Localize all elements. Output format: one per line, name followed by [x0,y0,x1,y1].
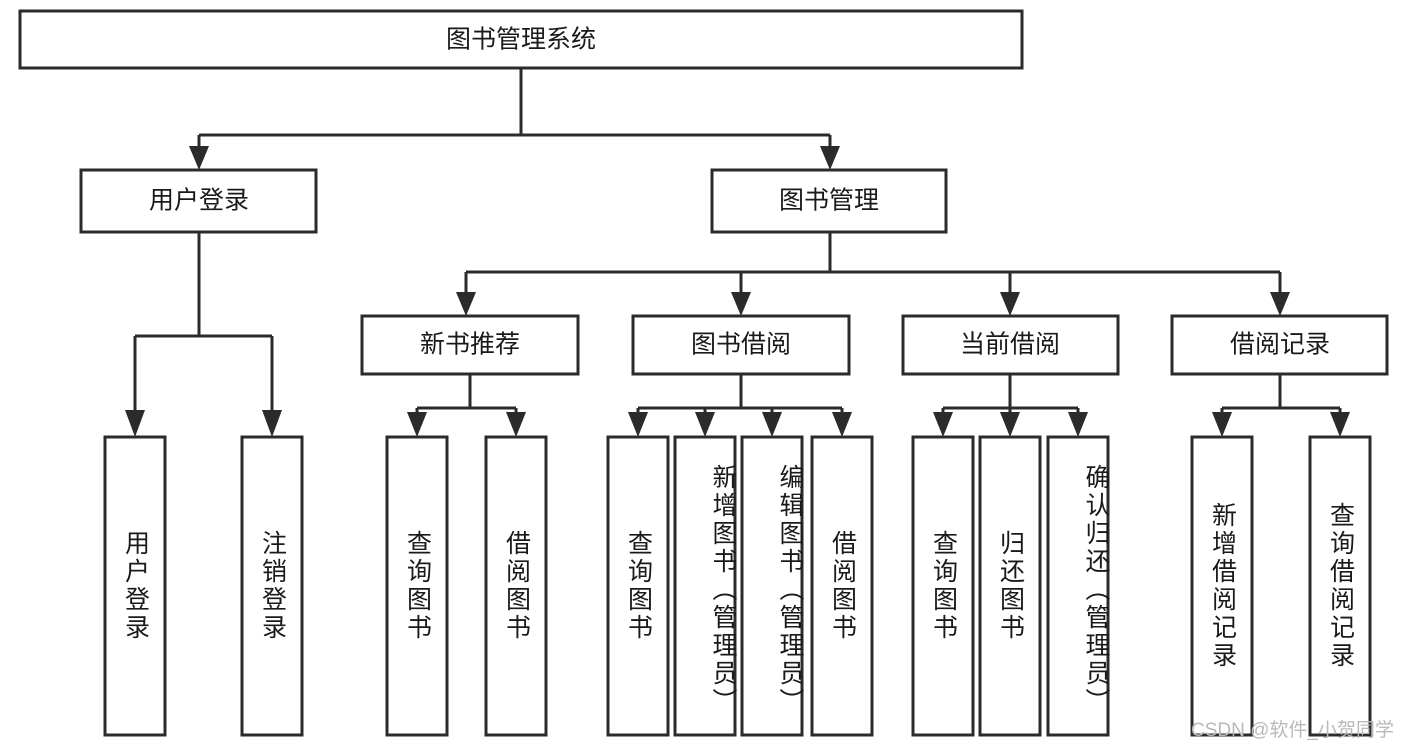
arrow-head-book-borrow [731,292,751,316]
arrow-head-leaf-return-book [1000,412,1020,437]
node-leaf-confirm-return-box[interactable] [1046,435,1110,737]
node-current-borrow[interactable]: 当前借阅 [901,314,1120,376]
node-root-box[interactable] [18,9,1024,70]
node-book-borrow-box[interactable] [631,314,851,376]
node-leaf-borrow-book-1-box[interactable] [484,435,548,737]
node-leaf-query-book-3-box[interactable] [911,435,975,737]
node-book-management-label: 图书管理 [779,187,879,215]
node-leaf-logout-login-box[interactable] [240,435,304,737]
node-book-borrow[interactable]: 图书借阅 [631,314,851,376]
node-user-login-box[interactable] [79,168,318,234]
node-borrow-record-box[interactable] [1170,314,1389,376]
node-user-login[interactable]: 用户登录 [79,168,318,234]
arrow-head-leaf-query-record [1330,412,1350,437]
node-leaf-borrow-book-2-box[interactable] [810,435,874,737]
arrow-head-borrow-record [1270,292,1290,316]
connector-group-book-borrow [628,374,852,437]
connector-group-user-login [125,232,282,437]
connector-group-new-book-recommend [407,374,526,437]
arrow-head-book-management [820,146,840,170]
arrow-head-leaf-confirm-return [1068,412,1088,437]
arrow-head-current-borrow [1000,292,1020,316]
arrow-head-leaf-add-book [695,412,715,437]
node-leaf-query-book-1-box[interactable] [385,435,449,737]
node-book-management[interactable]: 图书管理 [710,168,948,234]
arrow-head-user-login [189,146,209,170]
node-leaf-user-login-box[interactable] [103,435,167,737]
arrow-head-leaf-query-book-2 [628,412,648,437]
arrow-head-new-book-recommend [456,292,476,316]
arrow-head-leaf-logout-login [262,410,282,437]
connector-group-root [189,68,840,170]
arrow-head-leaf-user-login [125,410,145,437]
node-leaf-add-record-box[interactable] [1190,435,1254,737]
arrow-head-leaf-add-record [1212,412,1232,437]
node-leaf-query-book-2-box[interactable] [606,435,670,737]
node-user-login-label: 用户登录 [149,187,249,215]
node-borrow-record-label: 借阅记录 [1230,331,1330,359]
arrow-head-leaf-query-book-3 [933,412,953,437]
node-leaf-edit-book-box[interactable] [740,435,804,737]
node-new-book-recommend-label: 新书推荐 [420,331,520,359]
arrow-head-leaf-query-book-1 [407,412,427,437]
connector-group-book-management [456,232,1290,316]
node-root[interactable]: 图书管理系统 [18,9,1024,70]
arrow-head-leaf-borrow-book-2 [832,412,852,437]
connector-group-current-borrow [933,374,1088,437]
node-new-book-recommend[interactable]: 新书推荐 [360,314,580,376]
node-leaf-return-book-box[interactable] [978,435,1042,737]
arrow-head-leaf-borrow-book-1 [506,412,526,437]
node-current-borrow-label: 当前借阅 [960,331,1060,359]
node-new-book-recommend-box[interactable] [360,314,580,376]
node-current-borrow-box[interactable] [901,314,1120,376]
node-book-management-box[interactable] [710,168,948,234]
connector-group-borrow-record [1212,374,1350,437]
csdn-watermark: CSDN @软件_小贺同学 [1191,720,1394,741]
arrow-head-leaf-edit-book [762,412,782,437]
node-root-label: 图书管理系统 [446,26,596,54]
node-borrow-record[interactable]: 借阅记录 [1170,314,1389,376]
node-book-borrow-label: 图书借阅 [691,331,791,359]
node-leaf-add-book-box[interactable] [673,435,737,737]
node-leaf-query-record-box[interactable] [1308,435,1372,737]
